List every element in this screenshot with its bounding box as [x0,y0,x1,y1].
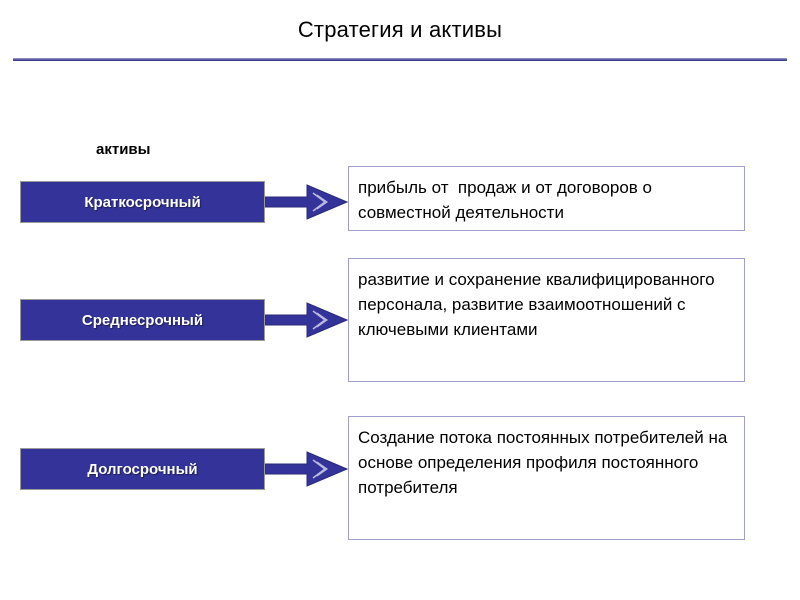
description-text: Создание потока постоянных потребителей … [358,428,733,497]
title-divider [13,58,787,61]
description-text: развитие и сохранение квалифицированного… [358,270,720,339]
term-box-medium[interactable]: Среднесрочный [20,299,265,341]
block-arrow-right-icon [265,300,349,340]
term-box-short[interactable]: Краткосрочный [20,181,265,223]
assets-caption: активы [96,141,151,158]
term-box-label: Среднесрочный [81,311,204,329]
description-box-long: Создание потока постоянных потребителей … [348,416,745,540]
description-text: прибыль от продаж и от договоров о совме… [358,178,657,222]
description-box-medium: развитие и сохранение квалифицированного… [348,258,745,382]
page-title: Стратегия и активы [297,17,503,42]
description-box-short: прибыль от продаж и от договоров о совме… [348,166,745,231]
term-box-label: Краткосрочный [84,193,201,211]
term-box-long[interactable]: Долгосрочный [20,448,265,490]
term-box-label: Долгосрочный [87,460,198,478]
block-arrow-right-icon [265,182,349,222]
block-arrow-right-icon [265,449,349,489]
